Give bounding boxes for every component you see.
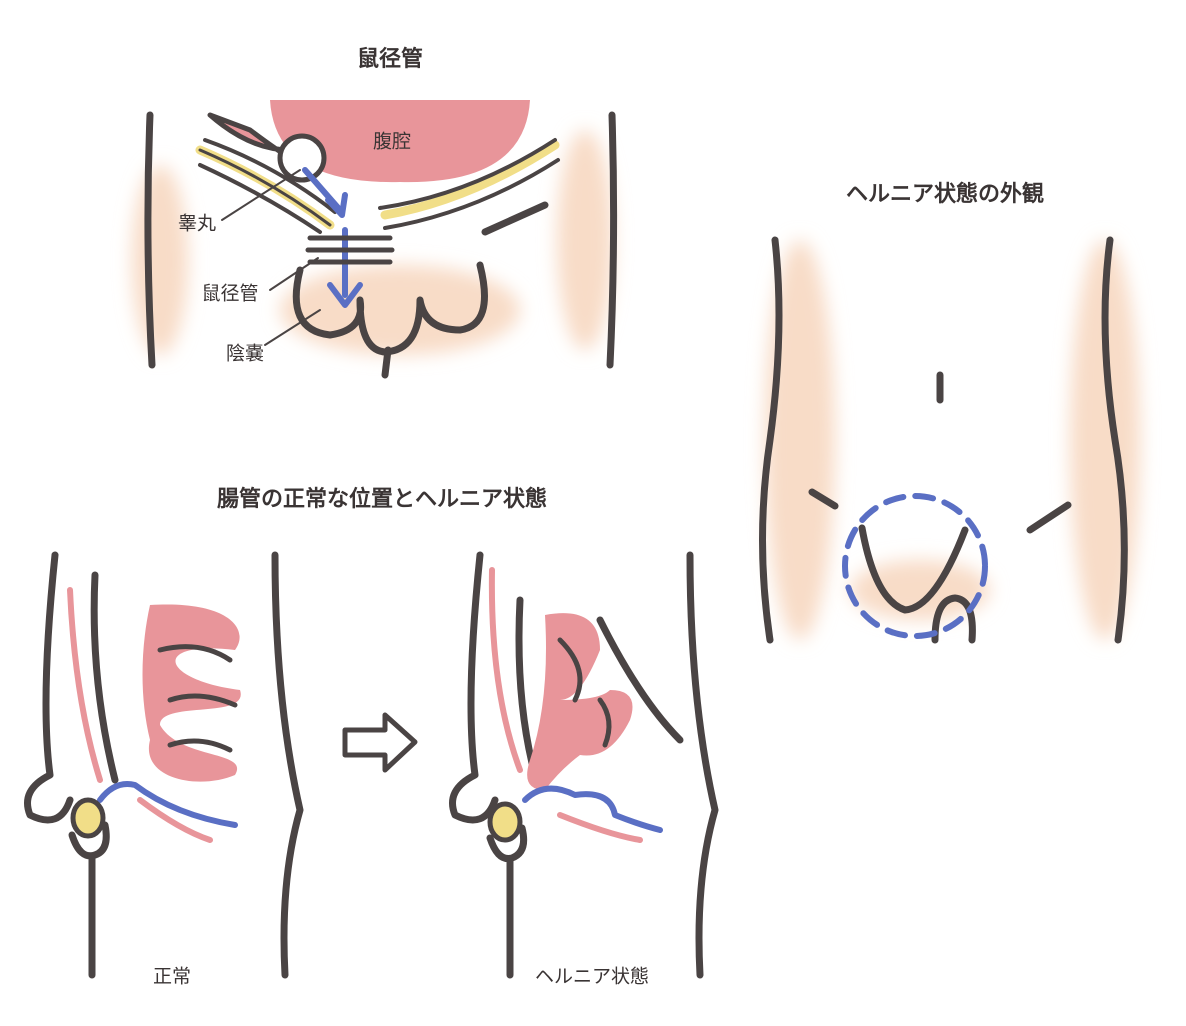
inguinal-canal-label: 鼠径管 (201, 282, 259, 305)
normal-label: 正常 (152, 965, 192, 988)
hernia-label: ヘルニア状態 (534, 965, 650, 988)
abdominal-cavity-label: 腹腔 (372, 130, 412, 153)
normal-position-figure (24, 551, 304, 979)
hernia-appearance-title: ヘルニア状態の外観 (845, 182, 1045, 207)
arrow-right-icon (342, 712, 418, 773)
inguinal-canal-figure (132, 100, 618, 379)
comparison-title: 腸管の正常な位置とヘルニア状態 (216, 487, 548, 512)
hernia-appearance-figure (759, 236, 1140, 644)
inguinal-canal-title: 鼠径管 (356, 47, 424, 72)
testis-shape (277, 133, 327, 183)
hernia-highlight-circle (842, 493, 988, 639)
hernia-position-figure (449, 551, 719, 979)
scrotum-label: 陰嚢 (225, 342, 265, 365)
abdominal-cavity (270, 100, 530, 183)
testis-label: 睾丸 (177, 212, 217, 235)
